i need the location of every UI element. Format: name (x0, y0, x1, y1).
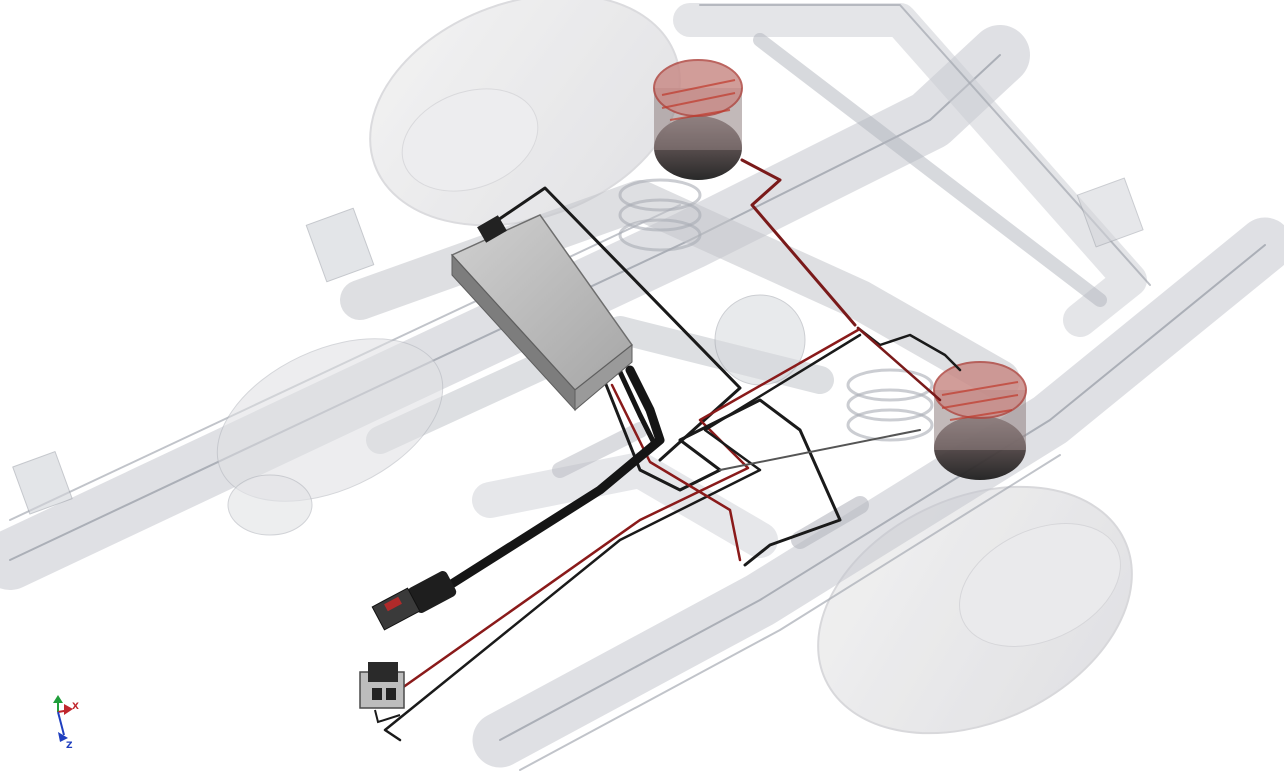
axis-x-arrow (64, 704, 73, 715)
rear-left-tire (369, 0, 681, 227)
rear-right-tire (817, 485, 1133, 735)
power-harness-connector (371, 571, 457, 631)
right-air-spring (933, 361, 1027, 480)
vehicle-frame (0, 3, 1284, 771)
left-air-spring (653, 59, 743, 180)
axis-z-arrow (58, 732, 68, 742)
axis-x-label: X (72, 702, 79, 712)
air-compressor-unit (450, 214, 634, 412)
control-switch-connector (359, 662, 405, 724)
axis-z-label: Z (66, 741, 73, 751)
axis-triad: X Z (53, 695, 79, 751)
wiring-harness (383, 158, 962, 742)
axis-y-arrow (53, 695, 63, 703)
